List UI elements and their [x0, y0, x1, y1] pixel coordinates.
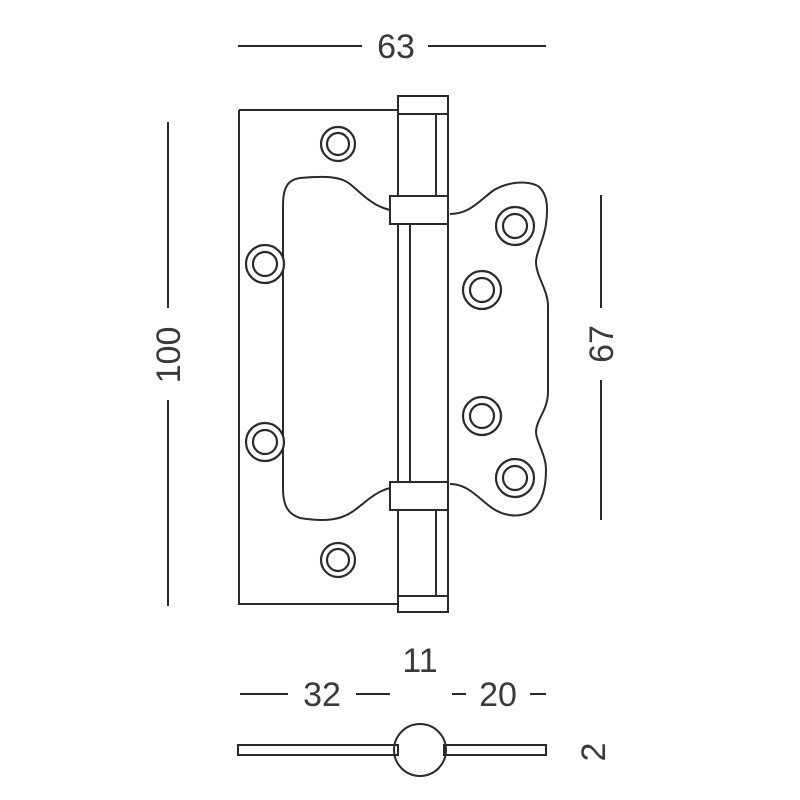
dim-thickness-label: 2	[575, 743, 613, 762]
dim-inner-leaf-height: 67	[583, 195, 621, 520]
dim-total-width: 63	[238, 28, 546, 66]
dim-total-height: 100	[150, 122, 188, 606]
knuckle-top-cap	[397, 95, 449, 115]
dim-large-leaf-label: 32	[303, 676, 341, 714]
screw-hole-6	[461, 269, 503, 311]
side-knuckle-circle	[393, 723, 447, 777]
dim-small-leaf-label: 20	[479, 676, 517, 714]
hinge-side-view	[237, 723, 547, 777]
hinge-front-view	[238, 95, 549, 613]
dim-thickness: 2	[575, 743, 613, 762]
outer-leaf-outline	[238, 109, 398, 605]
dim-knuckle-diameter: 11	[402, 642, 437, 680]
screw-hole-7	[461, 395, 503, 437]
hinge-knuckle	[389, 95, 449, 613]
knuckle-bottom-cap	[397, 595, 449, 613]
screw-hole-5	[494, 205, 536, 247]
inner-leaf-cutout	[282, 175, 391, 521]
dim-total-height-label: 100	[150, 327, 188, 384]
small-leaf-outline	[449, 181, 549, 517]
dim-large-leaf-width: 32	[240, 676, 390, 714]
side-small-leaf	[443, 744, 547, 756]
side-large-leaf	[237, 744, 399, 756]
dim-total-width-label: 63	[377, 28, 415, 66]
screw-hole-4	[319, 541, 357, 579]
screw-hole-3	[244, 421, 286, 463]
screw-hole-2	[244, 243, 286, 285]
dim-inner-height-label: 67	[583, 325, 621, 363]
knuckle-upper-joint	[389, 195, 449, 225]
dim-knuckle-diameter-label: 11	[402, 642, 437, 680]
knuckle-lower-joint	[389, 481, 449, 511]
dim-small-leaf-width: 20	[452, 676, 546, 714]
screw-hole-8	[494, 457, 536, 499]
screw-hole-1	[319, 125, 357, 163]
